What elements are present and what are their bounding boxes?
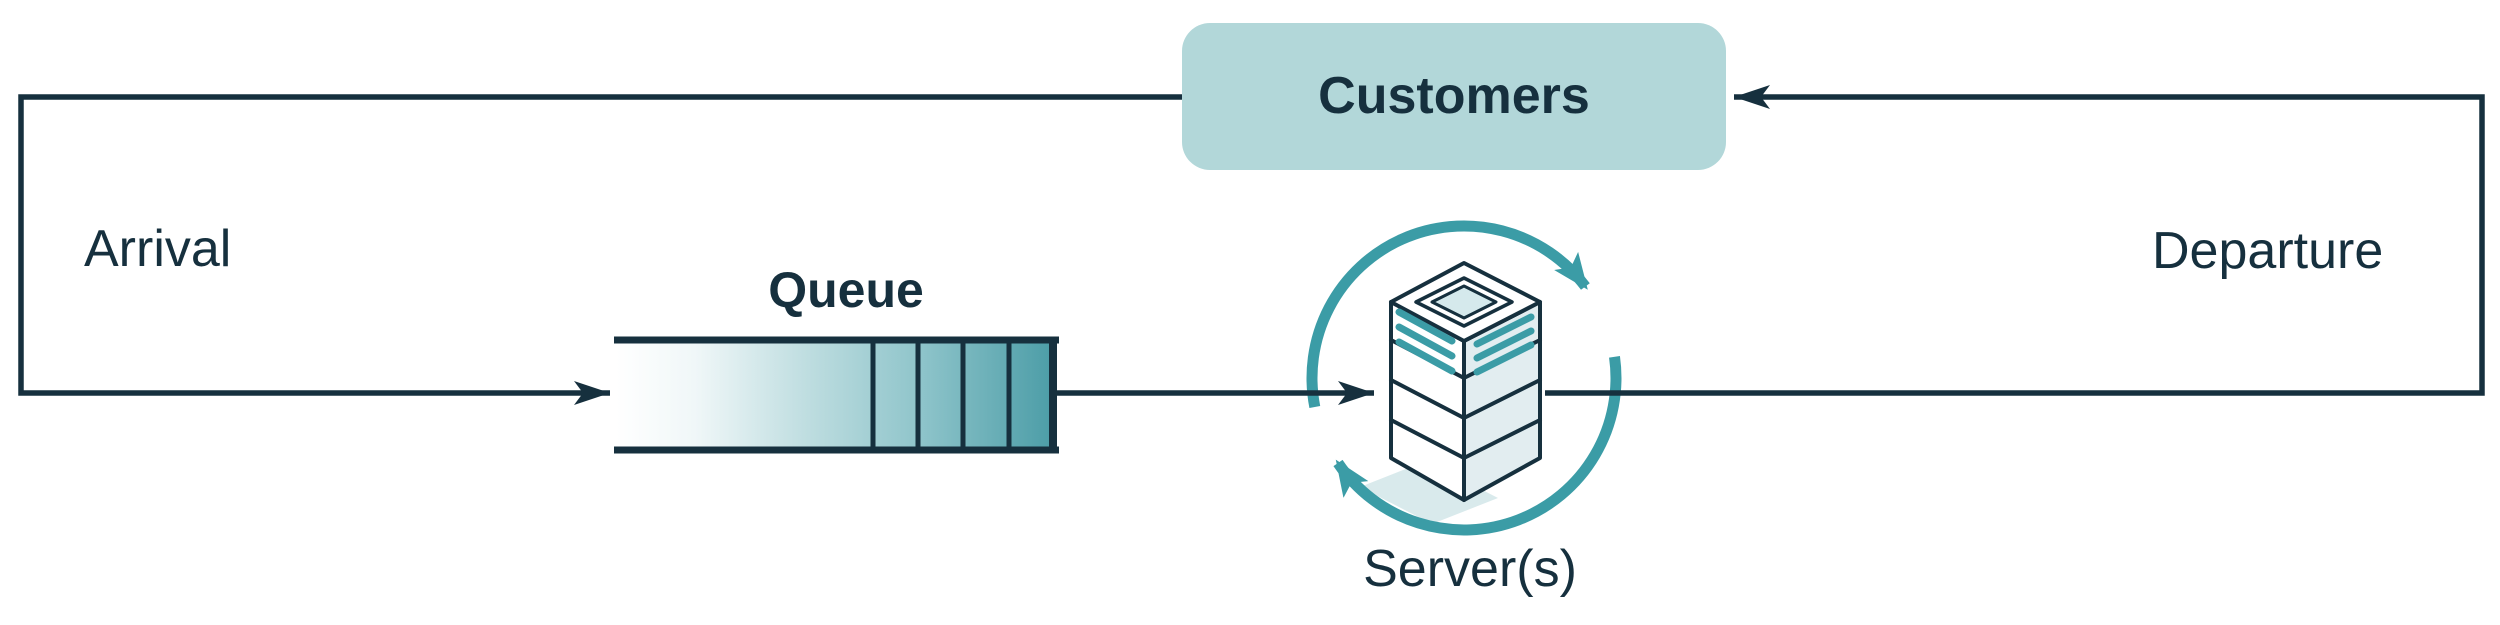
customers-label: Customers xyxy=(1318,66,1590,125)
cycle-arrow-bottom xyxy=(1333,356,1622,536)
queue-gradient-fill xyxy=(616,340,1053,450)
arrival-label: Arrival xyxy=(84,220,232,278)
arrival-flow-arrow xyxy=(18,94,1182,405)
server-tower-icon xyxy=(1389,261,1542,502)
circular-arrows-icon xyxy=(1306,220,1622,536)
server-icon xyxy=(1306,220,1622,536)
server-vent-slats xyxy=(1395,308,1535,376)
queue-graphic xyxy=(614,336,1059,454)
server-top-inset-inner xyxy=(1430,284,1498,320)
departure-flow-arrow xyxy=(1545,85,2485,396)
server-segment-line xyxy=(1389,378,1542,420)
customers-node: Customers xyxy=(1182,23,1726,170)
server-segment-line xyxy=(1389,418,1542,460)
server-shadow xyxy=(1360,461,1498,524)
servers-label: Server(s) xyxy=(1363,540,1577,598)
cycle-arrow-top xyxy=(1306,220,1590,409)
queue-label: Queue xyxy=(768,262,924,318)
queue-cell-dividers xyxy=(870,340,1012,450)
departure-label: Departure xyxy=(2152,222,2384,280)
